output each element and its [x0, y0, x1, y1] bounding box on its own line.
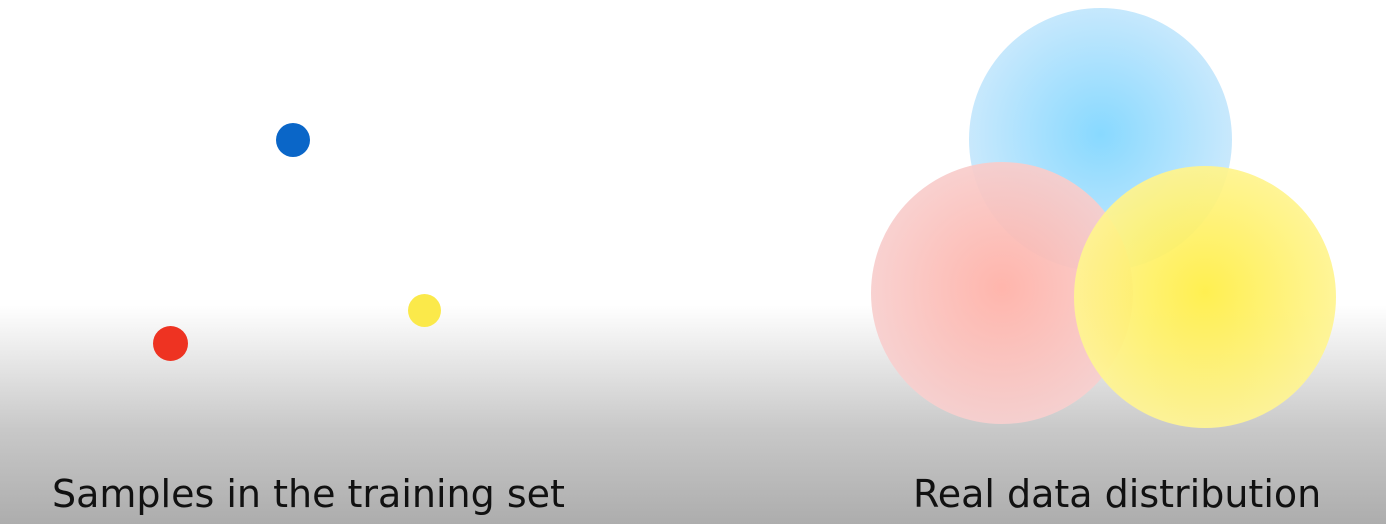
yellow-sample-dot — [408, 294, 441, 327]
blue-sample-dot — [276, 123, 310, 157]
red-sample-dot — [153, 326, 188, 361]
yellow-distribution — [1074, 166, 1336, 428]
training-set-caption: Samples in the training set — [52, 472, 565, 516]
real-distribution-caption: Real data distribution — [913, 472, 1322, 516]
